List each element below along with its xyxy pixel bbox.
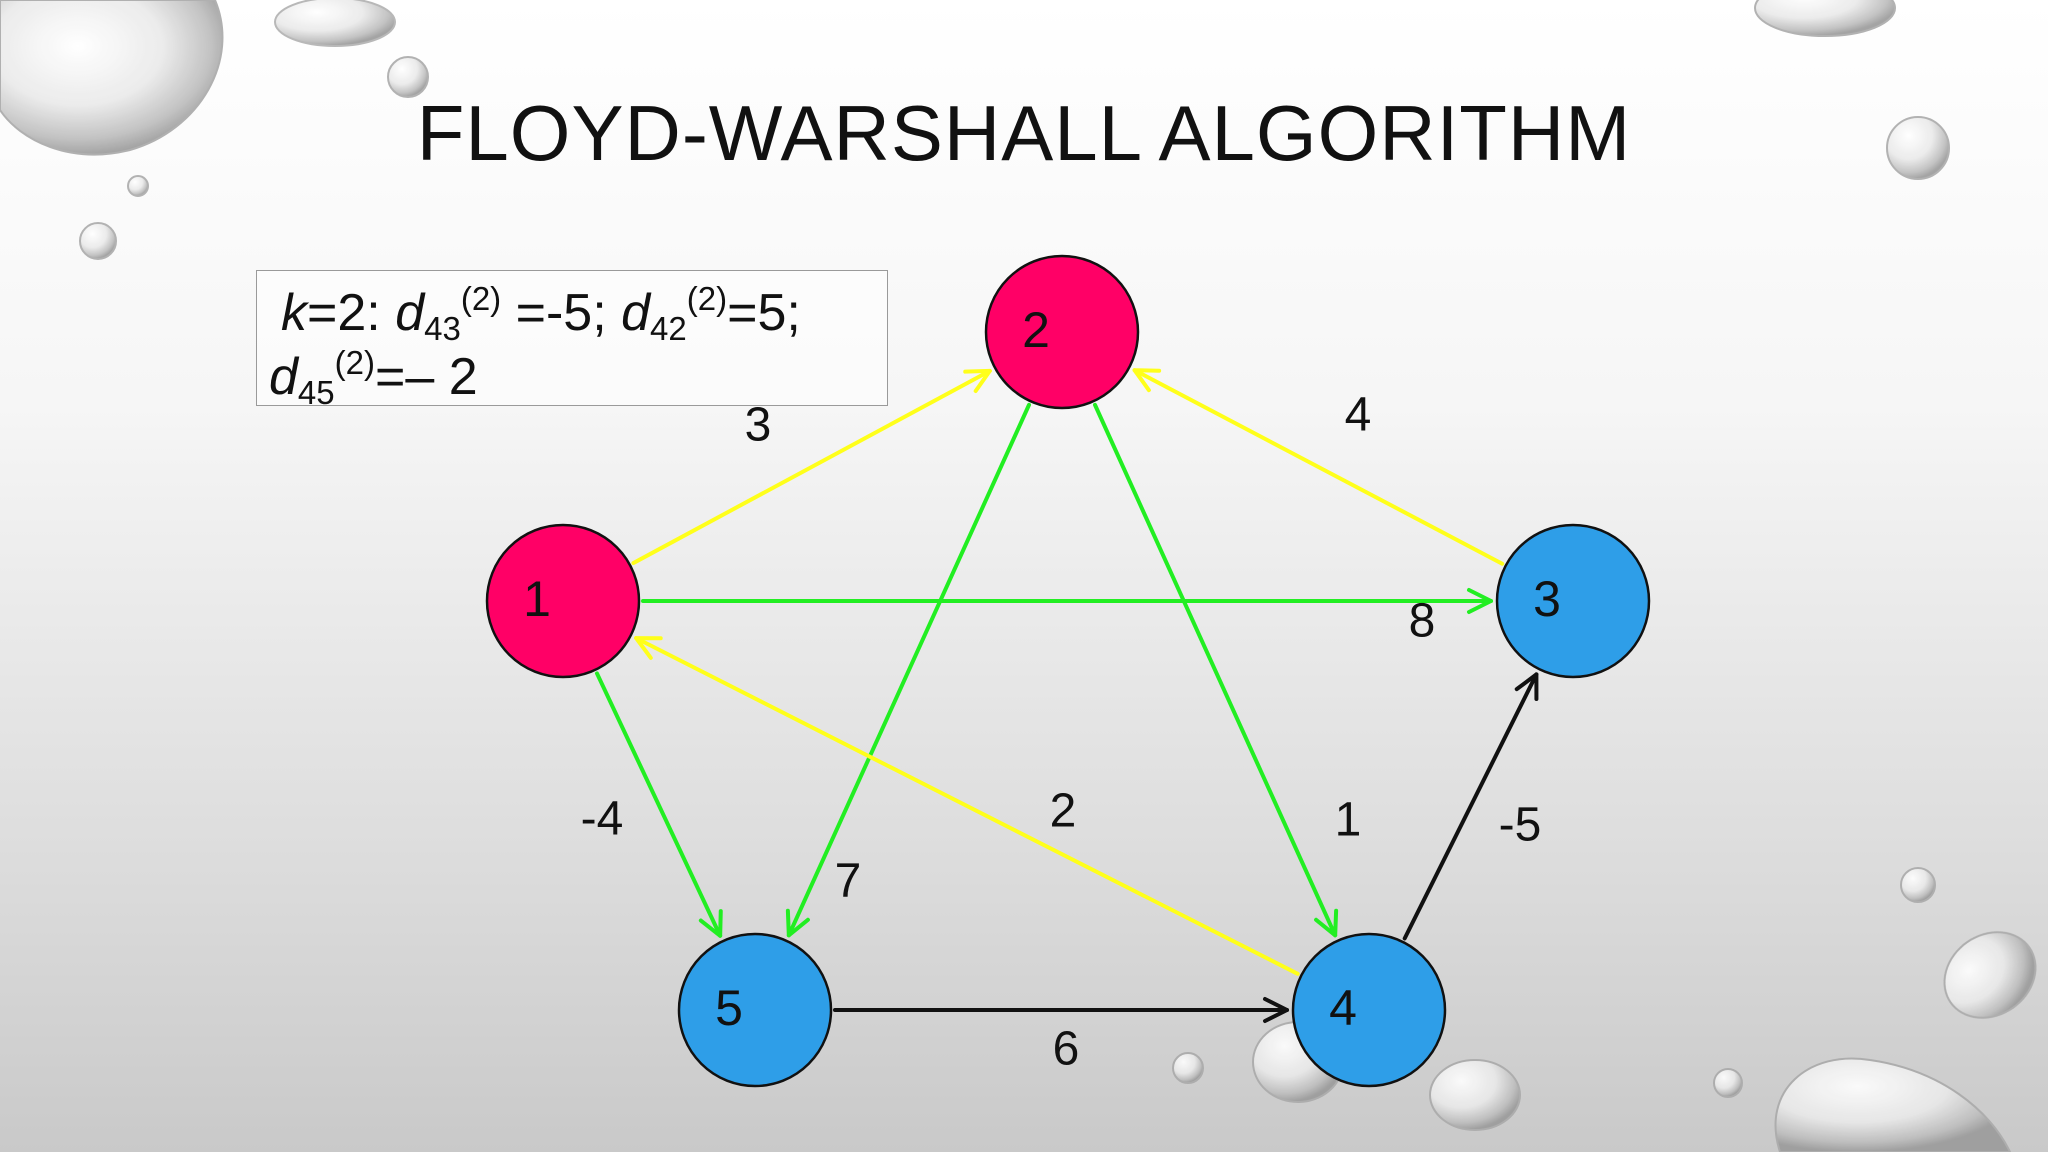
drop-small-1 <box>387 56 429 98</box>
d42-symbol: d <box>621 284 651 342</box>
drop-right-2 <box>1900 867 1936 903</box>
drop-small-5 <box>1172 1052 1204 1084</box>
edge-weight-1-3: 8 <box>1409 595 1436 648</box>
drop-small-4 <box>1713 1068 1743 1098</box>
d45-symbol: d <box>269 348 298 406</box>
iteration-info-box: k=2: d43(2) =-5; d42(2)=5; d45(2)=– 2 <box>256 270 888 409</box>
d42-value: =5; <box>727 284 801 342</box>
d45-subscript: 45 <box>297 374 335 411</box>
arrowhead-icon <box>1514 672 1539 701</box>
d42-subscript: 42 <box>650 310 687 347</box>
edge-weight-1-5: -4 <box>581 793 624 846</box>
nodes-layer: 1 2 3 4 5 <box>485 254 1651 1088</box>
d42-superscript: (2) <box>686 280 728 317</box>
edge-1-5: -4 <box>581 671 723 938</box>
edges-layer: 3 4 8 7 1 -4 2 -5 6 <box>581 368 1542 1076</box>
edge-weight-4-3: -5 <box>1499 799 1542 852</box>
arrowhead-icon <box>1132 368 1162 393</box>
slide-title: FLOYD-WARSHALL ALGORITHM <box>416 89 1632 177</box>
arrowhead-icon <box>634 636 663 660</box>
edge-3-2: 4 <box>1132 368 1505 566</box>
drop-small-2 <box>127 175 149 197</box>
d43-subscript: 43 <box>424 310 461 347</box>
arrowhead-icon <box>785 908 810 938</box>
arrowhead-icon <box>1263 997 1289 1023</box>
edge-weight-2-4: 1 <box>1335 794 1362 847</box>
edge-weight-3-2: 4 <box>1345 389 1372 442</box>
d45-value: =– 2 <box>374 348 478 406</box>
d43-superscript: (2) <box>460 280 502 317</box>
drop-top-right <box>1754 0 1896 37</box>
info-line-1: k=2: d43(2) =-5; d42(2)=5; <box>281 281 887 345</box>
node-label-1: 1 <box>523 571 551 627</box>
arrowhead-icon <box>1314 908 1339 938</box>
edge-1-2: 3 <box>631 368 992 566</box>
drop-small-3 <box>79 222 117 260</box>
d43-value: =-5; <box>501 284 622 342</box>
drop-right-1 <box>1886 116 1950 180</box>
arrowhead-icon <box>1467 588 1493 614</box>
drop-bottom-right <box>1774 1057 2012 1152</box>
node-label-2: 2 <box>1022 302 1050 358</box>
edge-2-4: 1 <box>1092 402 1362 938</box>
node-label-4: 4 <box>1329 980 1357 1036</box>
k-value: =2: <box>307 284 396 342</box>
edge-weight-2-5: 7 <box>835 855 862 908</box>
node-1: 1 <box>485 523 641 679</box>
node-3: 3 <box>1495 523 1651 679</box>
info-line-2: d45(2)=– 2 <box>269 345 887 409</box>
d45-superscript: (2) <box>334 344 375 381</box>
edge-1-3: 8 <box>641 588 1493 648</box>
node-circle <box>984 254 1140 410</box>
edge-weight-5-4: 6 <box>1053 1023 1080 1076</box>
edge-4-1: 2 <box>634 636 1300 976</box>
node-5: 5 <box>677 932 833 1088</box>
node-circle <box>1291 932 1447 1088</box>
arrowhead-icon <box>963 368 992 394</box>
node-2: 2 <box>984 254 1140 410</box>
edge-weight-4-1: 2 <box>1050 785 1077 838</box>
edge-weight-1-2: 3 <box>745 399 772 452</box>
node-circle <box>1495 523 1651 679</box>
edge-2-5: 7 <box>785 402 1032 938</box>
drop-top-left <box>0 0 224 156</box>
node-label-3: 3 <box>1533 571 1561 627</box>
drop-bottom-mid <box>1429 1059 1521 1131</box>
arrowhead-icon <box>698 909 723 938</box>
drop-top <box>274 0 396 47</box>
edge-5-4: 6 <box>833 997 1289 1076</box>
node-circle <box>485 523 641 679</box>
d43-symbol: d <box>395 284 425 342</box>
node-label-5: 5 <box>715 980 743 1036</box>
k-variable: k <box>281 284 307 342</box>
node-4: 4 <box>1291 932 1447 1088</box>
node-circle <box>677 932 833 1088</box>
edge-4-3: -5 <box>1402 672 1542 941</box>
drop-right-3 <box>1943 931 2037 1019</box>
